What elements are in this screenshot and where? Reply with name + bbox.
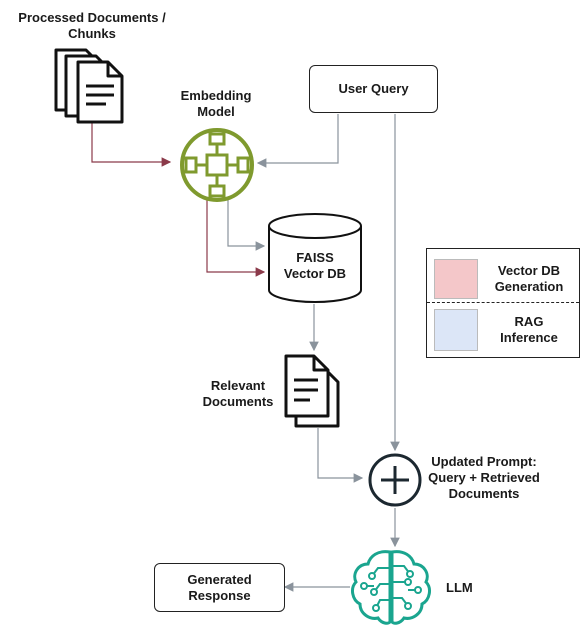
llm-label: LLM [446, 580, 473, 595]
faiss-label: FAISS Vector DB [283, 250, 347, 281]
brain-circuit-icon [351, 550, 431, 625]
plus-circle-icon [368, 453, 422, 507]
arrow-docs-to-embedding [91, 122, 172, 167]
generated-response-label: Generated Response [187, 571, 252, 603]
embedding-model-label: Embedding Model [180, 88, 252, 119]
user-query-box: User Query [309, 65, 438, 113]
arrow-embedding-to-faiss-inference [227, 196, 266, 251]
processed-documents-label: Processed Documents / Chunks [18, 10, 166, 41]
legend-divider [427, 302, 579, 303]
arrow-query-to-embedding [256, 114, 339, 168]
legend-label-vector-db-generation: Vector DB Generation [494, 263, 564, 294]
user-query-label: User Query [338, 81, 409, 96]
legend-swatch-rag-inference [434, 309, 478, 351]
generated-response-box: Generated Response [154, 563, 285, 612]
arrow-embedding-to-faiss-generation [206, 196, 266, 277]
updated-prompt-label: Updated Prompt: Query + Retrieved Docume… [428, 454, 540, 501]
legend-label-rag-inference: RAG Inference [500, 314, 558, 345]
relevant-documents-label: Relevant Documents [202, 378, 274, 409]
arrow-relevant-docs-to-plus [317, 428, 364, 483]
document-stack-icon [54, 48, 124, 124]
legend-swatch-vector-db-generation [434, 259, 478, 299]
embedding-model-icon [180, 128, 254, 202]
document-pair-icon [284, 354, 340, 428]
legend: Vector DB Generation RAG Inference [426, 248, 580, 358]
database-cylinder-icon [268, 213, 362, 303]
